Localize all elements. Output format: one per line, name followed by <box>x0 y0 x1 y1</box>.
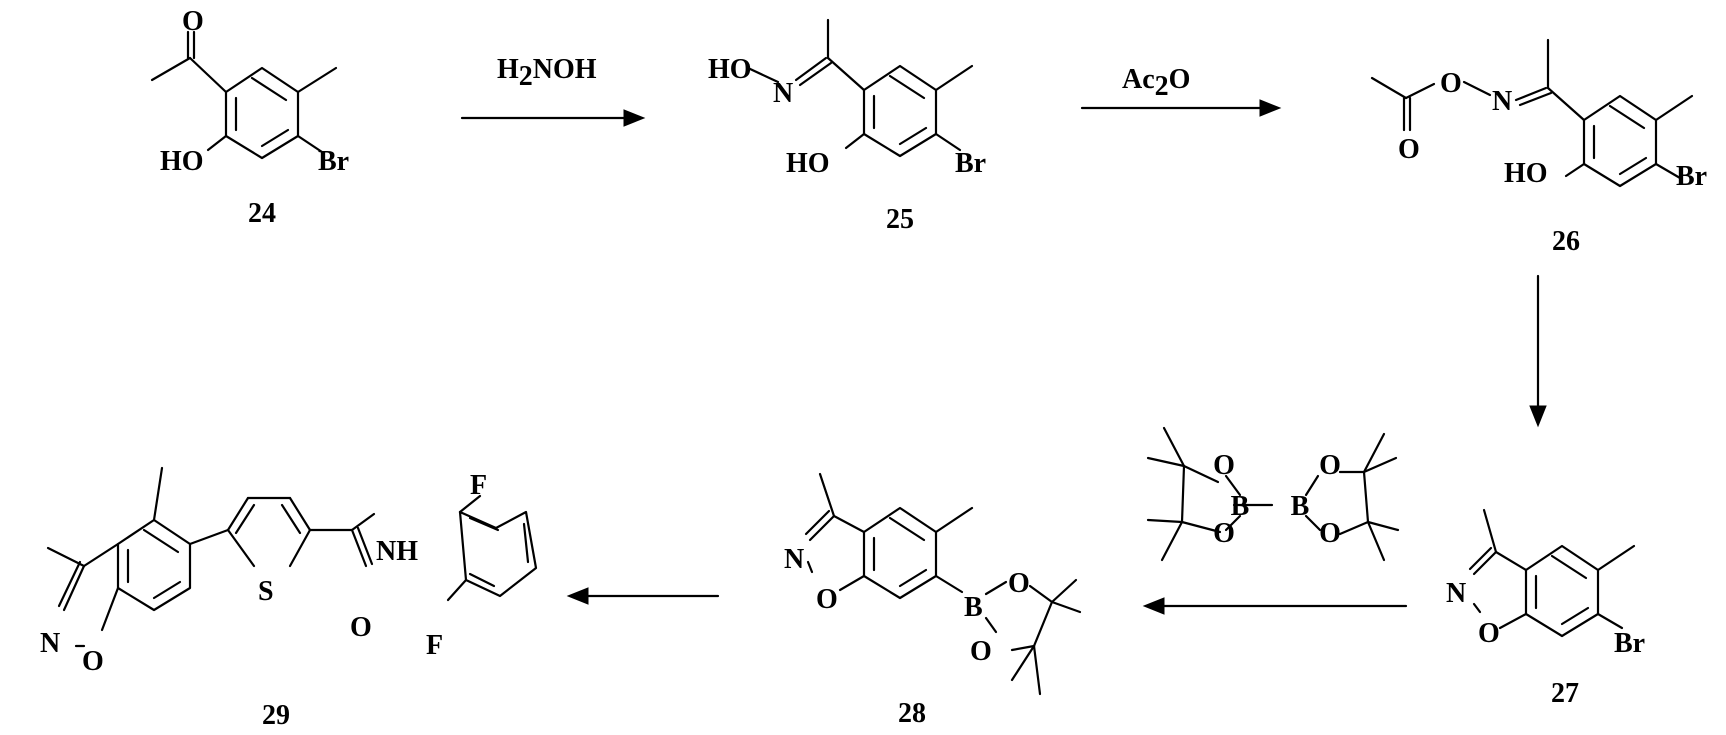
arrow-25-to-26 <box>1082 100 1280 116</box>
compound-29-label: 29 <box>262 700 290 731</box>
carbonyl-oxygen-label: O <box>182 6 204 37</box>
compound-26: O N O HO Br 26 <box>1372 40 1707 257</box>
boronate-oxygen-label: O <box>1213 518 1235 549</box>
amide-nh-label: NH <box>376 536 418 567</box>
compound-28-label: 28 <box>898 698 926 729</box>
bromine-label: Br <box>955 148 986 179</box>
reagent-bis-pinacolato-diboron: B B O O O O <box>1148 428 1398 560</box>
oxime-hydroxyl-label: HO <box>708 54 752 85</box>
boron-label-2: B <box>1291 491 1310 522</box>
carbonyl-oxygen-label: O <box>1398 134 1420 165</box>
arrow-24-to-25 <box>462 110 644 126</box>
fluorine-label-bottom: F <box>426 630 443 661</box>
hydroxyl-label: HO <box>1504 158 1548 189</box>
oxygen-label: O <box>816 584 838 615</box>
bromine-label: Br <box>318 146 349 177</box>
compound-25-label: 25 <box>886 204 914 235</box>
compound-24: O HO Br 24 <box>152 6 349 229</box>
boronate-oxygen-label: O <box>1319 450 1341 481</box>
boronate-oxygen-label: O <box>1008 568 1030 599</box>
reagent-hydroxylamine: H2NOH <box>497 54 597 92</box>
reagent-acetic-anhydride: Ac2O <box>1122 64 1190 102</box>
compound-27: N O Br 27 <box>1446 510 1645 709</box>
hydroxyl-label: HO <box>160 146 204 177</box>
oxygen-label: O <box>82 646 104 677</box>
bromine-label: Br <box>1676 161 1707 192</box>
boronate-oxygen-label: O <box>970 636 992 667</box>
arrow-26-to-27 <box>1530 276 1546 426</box>
nitrogen-label: N <box>40 628 60 659</box>
ester-oxygen-label: O <box>1440 68 1462 99</box>
compound-24-label: 24 <box>248 198 276 229</box>
boronate-oxygen-label: O <box>1319 518 1341 549</box>
compound-26-label: 26 <box>1552 226 1580 257</box>
arrow-28-to-29 <box>568 588 718 604</box>
amide-oxygen-label: O <box>350 612 372 643</box>
compound-25: HO N HO Br 25 <box>708 20 986 235</box>
hydroxyl-label: HO <box>786 148 830 179</box>
nitrogen-label: N <box>1446 578 1466 609</box>
bromine-label: Br <box>1614 628 1645 659</box>
fluorine-label-top: F <box>470 470 487 501</box>
sulfur-label: S <box>258 576 274 607</box>
compound-28: N O B O O 28 <box>784 474 1080 729</box>
oxime-nitrogen-label: N <box>1492 86 1512 117</box>
compound-27-label: 27 <box>1551 678 1579 709</box>
nitrogen-label: N <box>784 544 804 575</box>
arrow-27-to-28 <box>1144 598 1406 614</box>
oxygen-label: O <box>1478 618 1500 649</box>
compound-29: N O S O NH F F 29 <box>40 468 536 731</box>
boron-label: B <box>964 592 983 623</box>
boronate-oxygen-label: O <box>1213 450 1235 481</box>
oxime-nitrogen-label: N <box>773 78 793 109</box>
